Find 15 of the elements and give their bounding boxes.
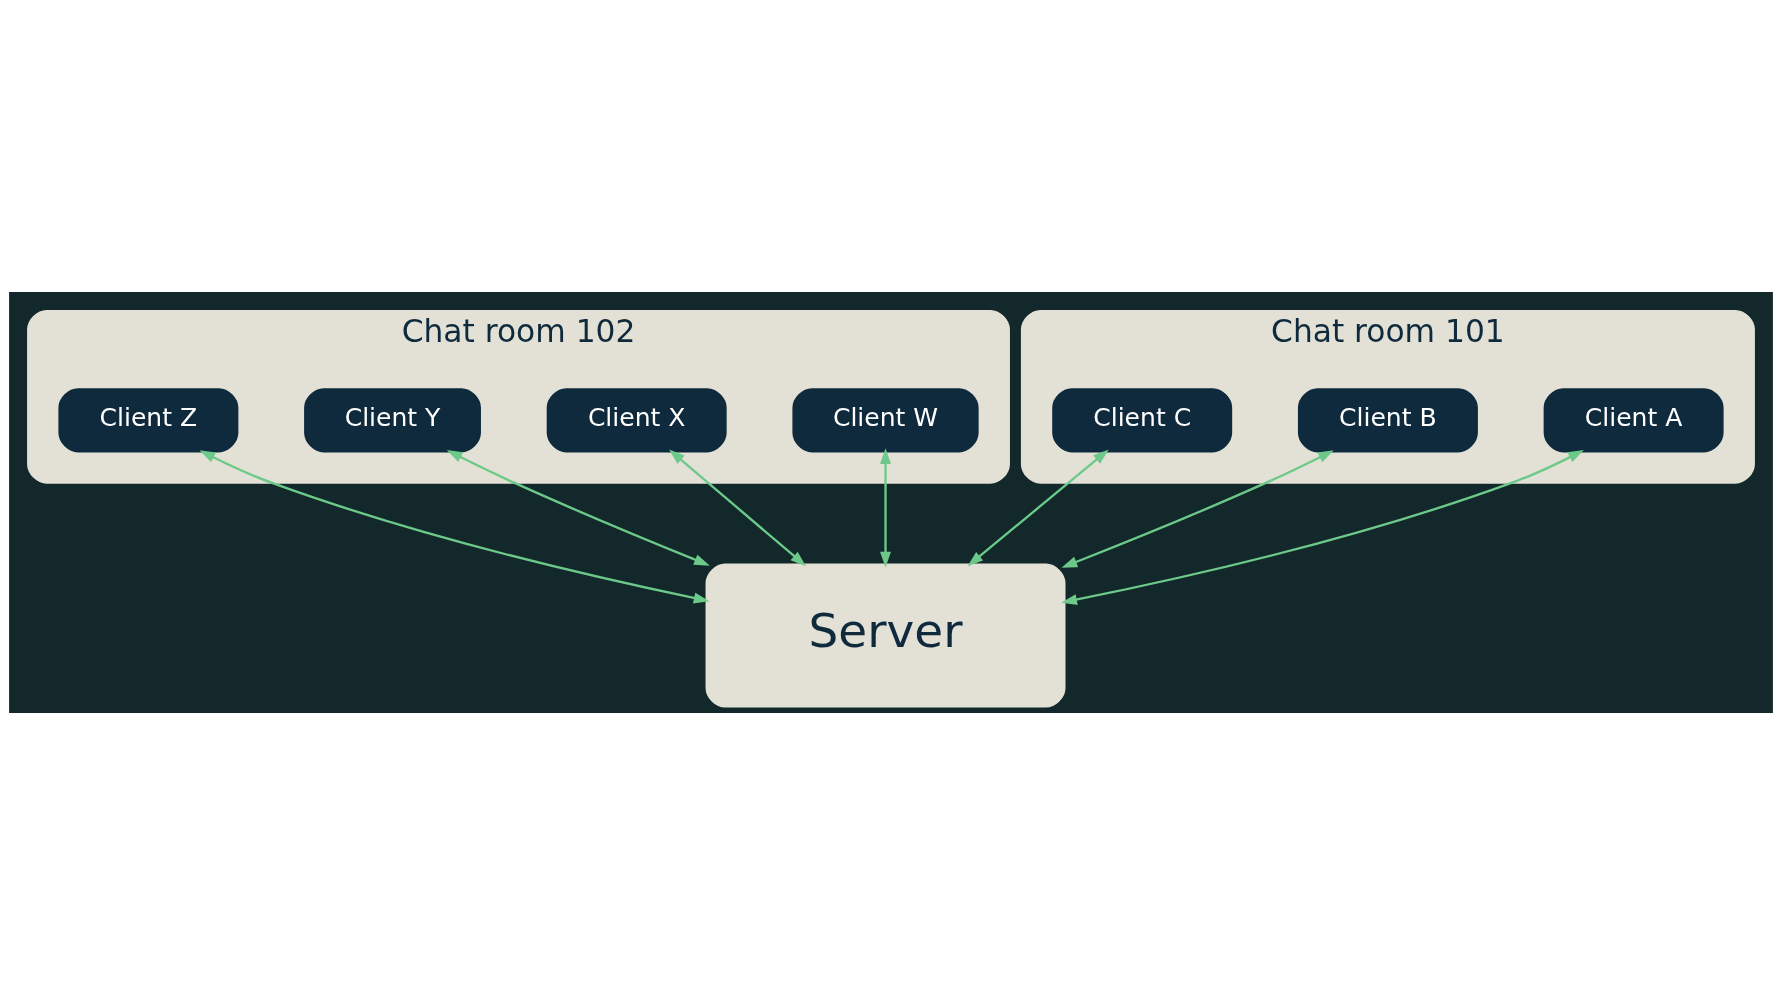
node-box: Server [705, 563, 1065, 708]
node-box: Client C [1051, 388, 1232, 453]
arrow [1060, 450, 1584, 605]
node-box: Client A [1543, 388, 1724, 453]
arrow [879, 448, 891, 568]
arrow [199, 450, 709, 604]
arrow [967, 449, 1109, 567]
node-box: Client B [1297, 388, 1478, 453]
node-box: Client W [791, 388, 979, 453]
node-box: Client Z [57, 388, 238, 453]
node-box: Client X [546, 388, 727, 453]
node-box: Client Y [303, 388, 481, 453]
arrow [1061, 450, 1334, 568]
arrow [668, 449, 806, 567]
arrow [446, 450, 710, 566]
